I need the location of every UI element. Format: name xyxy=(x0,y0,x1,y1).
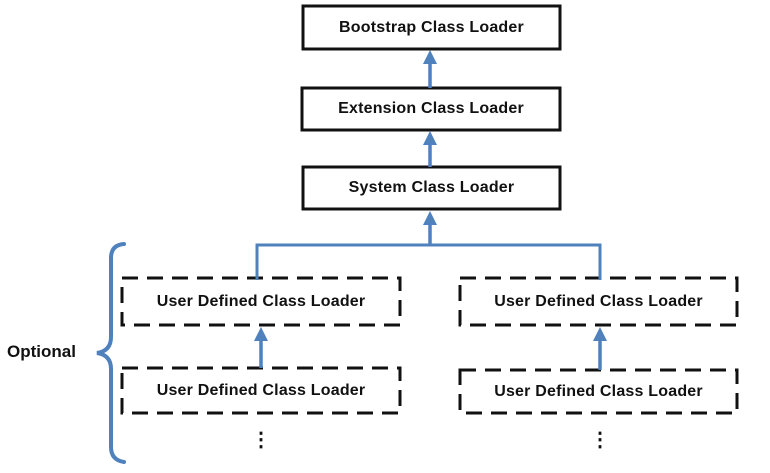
bootstrap-class-loader-box xyxy=(301,4,562,51)
user-defined-top-right-box xyxy=(458,276,739,327)
user-defined-bottom-left-box xyxy=(120,366,402,415)
arrowhead-right-lower-to-upper xyxy=(593,327,607,341)
ellipsis-right: ⋮ xyxy=(590,429,610,451)
arrowhead-left-lower-to-upper xyxy=(254,327,268,341)
arrowhead-fork-to-system xyxy=(423,211,437,225)
fork-connector-line xyxy=(255,243,602,280)
user-defined-bottom-right-box xyxy=(458,368,739,415)
system-class-loader-box xyxy=(301,165,562,211)
arrowhead-system-to-extension xyxy=(423,131,437,145)
extension-class-loader-box xyxy=(300,86,562,132)
ellipsis-left: ⋮ xyxy=(251,429,271,451)
arrowhead-extension-to-bootstrap xyxy=(423,50,437,64)
optional-brace xyxy=(96,242,126,464)
user-defined-top-left-box xyxy=(120,276,402,327)
optional-label: Optional xyxy=(7,342,76,361)
